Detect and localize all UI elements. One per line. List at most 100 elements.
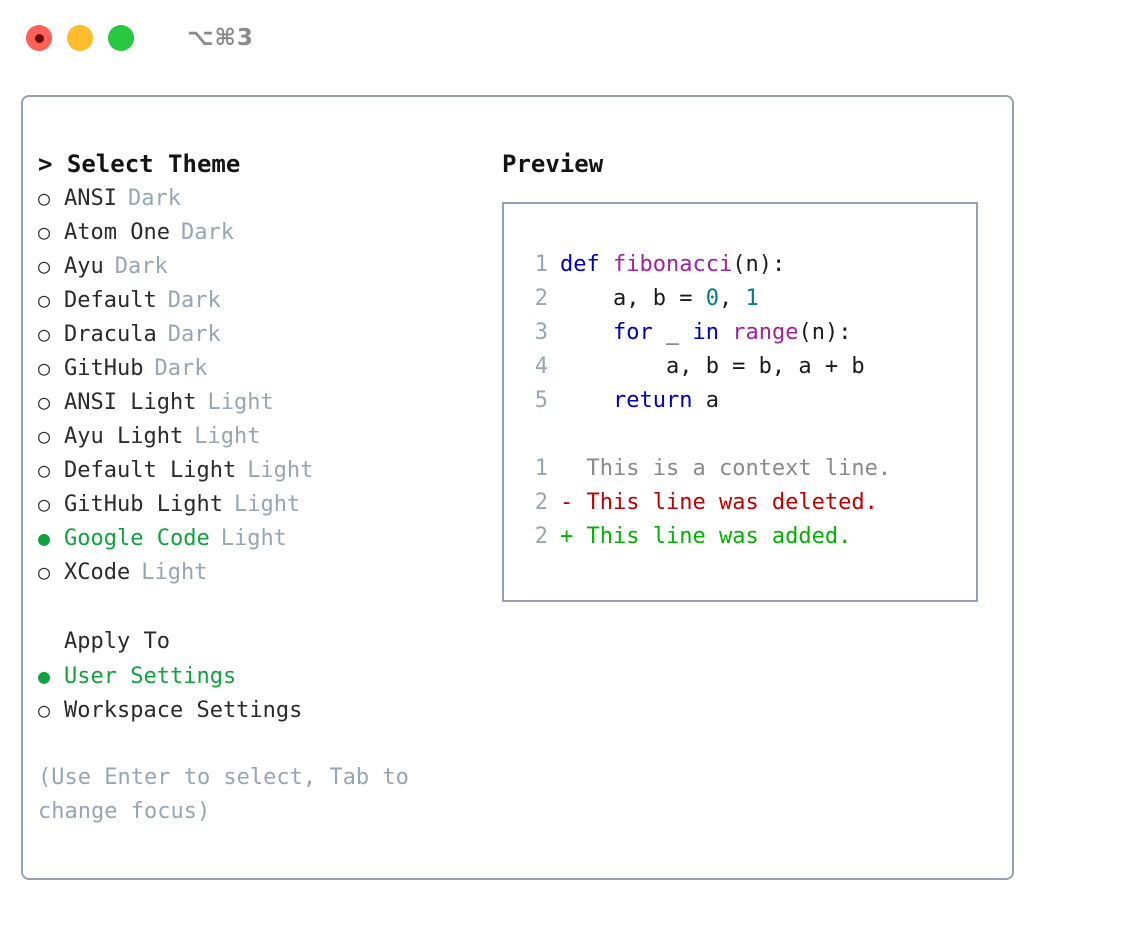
theme-option-label: Google Code	[64, 526, 210, 551]
radio-unselected-icon: ○	[38, 492, 51, 516]
diff-line-del: 2 - This line was deleted.	[522, 486, 976, 520]
diff-sample: 1 This is a context line. 2 - This line wa…	[522, 452, 976, 554]
line-number: 5	[534, 388, 548, 413]
theme-option-ayu[interactable]: ○ Ayu Dark	[38, 249, 498, 283]
theme-option-category: Dark	[127, 186, 181, 211]
radio-selected-icon: ●	[38, 664, 51, 688]
minimize-button[interactable]	[67, 25, 93, 51]
diff-line-content: + This line was added.	[560, 520, 851, 554]
theme-option-github[interactable]: ○ GitHub Dark	[38, 351, 498, 385]
diff-line-ctx: 1 This is a context line.	[522, 452, 976, 486]
code-token-plain: a	[692, 388, 719, 413]
select-theme-header: > Select Theme	[38, 150, 241, 178]
code-line: 5 return a	[522, 384, 976, 418]
theme-option-default[interactable]: ○ Default Dark	[38, 283, 498, 317]
theme-option-category: Dark	[167, 288, 221, 313]
radio-unselected-icon: ○	[38, 390, 51, 414]
diff-line-content: This is a context line.	[560, 452, 892, 486]
theme-option-category: Dark	[180, 220, 234, 245]
radio-unselected-icon: ○	[38, 186, 51, 210]
theme-option-label: GitHub Light	[64, 492, 223, 517]
line-number: 2	[534, 524, 548, 549]
theme-option-label: ANSI	[64, 186, 117, 211]
diff-marker	[560, 456, 587, 481]
code-token-fn: fibonacci	[612, 252, 733, 277]
theme-option-ayu-light[interactable]: ○ Ayu Light Light	[38, 419, 498, 453]
maximize-button[interactable]	[108, 25, 134, 51]
radio-unselected-icon: ○	[38, 220, 51, 244]
diff-text: This line was deleted.	[586, 490, 878, 515]
code-token-plain: (n):	[732, 252, 786, 277]
theme-option-github-light[interactable]: ○ GitHub Light Light	[38, 487, 498, 521]
radio-unselected-icon: ○	[38, 356, 51, 380]
preview-title: Preview	[502, 150, 604, 178]
code-token-kw: in	[692, 320, 733, 345]
radio-unselected-icon: ○	[38, 254, 51, 278]
theme-option-category: Dark	[167, 322, 221, 347]
code-line: 2 a, b = 0, 1	[522, 282, 976, 316]
apply-to-option-workspace-settings[interactable]: ○ Workspace Settings	[38, 693, 498, 727]
radio-selected-icon: ●	[38, 526, 51, 550]
radio-unselected-icon: ○	[38, 288, 51, 312]
theme-option-label: Ayu	[64, 254, 104, 279]
theme-option-label: Ayu Light	[64, 424, 184, 449]
code-token-kw: def	[560, 252, 613, 277]
code-line: 3 for _ in range(n):	[522, 316, 976, 350]
window-titlebar: ⌥⌘3	[0, 0, 1140, 76]
code-token-plain: a, b =	[560, 286, 706, 311]
keyboard-shortcut-label: ⌥⌘3	[187, 25, 254, 51]
line-number: 4	[534, 354, 548, 379]
radio-unselected-icon: ○	[38, 560, 51, 584]
code-token-fn: range	[732, 320, 799, 345]
code-token-num: 1	[745, 286, 759, 311]
code-line-content: a, b = b, a + b	[560, 350, 865, 384]
apply-to-option-user-settings[interactable]: ●User Settings	[38, 659, 498, 693]
code-line-content: return a	[560, 384, 719, 418]
line-number: 3	[534, 320, 548, 345]
apply-to-header: Apply To	[64, 629, 170, 654]
theme-option-category: Light	[247, 458, 314, 483]
code-token-kw: for	[560, 320, 653, 345]
radio-unselected-icon: ○	[38, 424, 51, 448]
line-number: 1	[534, 252, 548, 277]
code-line: 4 a, b = b, a + b	[522, 350, 976, 384]
code-token-num: 0	[705, 286, 719, 311]
theme-option-dracula[interactable]: ○ Dracula Dark	[38, 317, 498, 351]
radio-unselected-icon: ○	[38, 698, 51, 722]
theme-option-label: Dracula	[64, 322, 157, 347]
theme-option-label: ANSI Light	[64, 390, 197, 415]
code-token-plain: ,	[718, 286, 746, 311]
line-number: 2	[534, 490, 548, 515]
code-line-content: def fibonacci(n):	[560, 248, 785, 282]
theme-option-category: Dark	[114, 254, 168, 279]
theme-option-category: Light	[233, 492, 301, 517]
theme-option-category: Dark	[154, 356, 208, 381]
diff-line-content: - This line was deleted.	[560, 486, 878, 520]
theme-option-label: GitHub	[64, 356, 144, 381]
diff-line-add: 2 + This line was added.	[522, 520, 976, 554]
radio-unselected-icon: ○	[38, 322, 51, 346]
apply-to-option-label: Workspace Settings	[64, 698, 303, 723]
diff-marker: +	[560, 524, 587, 549]
theme-option-label: Default	[64, 288, 157, 313]
radio-unselected-icon: ○	[38, 458, 51, 482]
code-spacer	[522, 418, 976, 452]
theme-option-category: Light	[194, 424, 261, 449]
theme-option-category: Light	[141, 560, 208, 585]
close-button[interactable]	[26, 25, 52, 51]
apply-to-option-list: ●User Settings ○ Workspace Settings	[38, 659, 498, 727]
code-token-kw: return	[560, 388, 693, 413]
theme-option-ansi[interactable]: ○ ANSI Dark	[38, 181, 498, 215]
line-number: 1	[534, 456, 548, 481]
apply-to-section: Apply To ●User Settings ○ Workspace Settin…	[38, 625, 498, 727]
